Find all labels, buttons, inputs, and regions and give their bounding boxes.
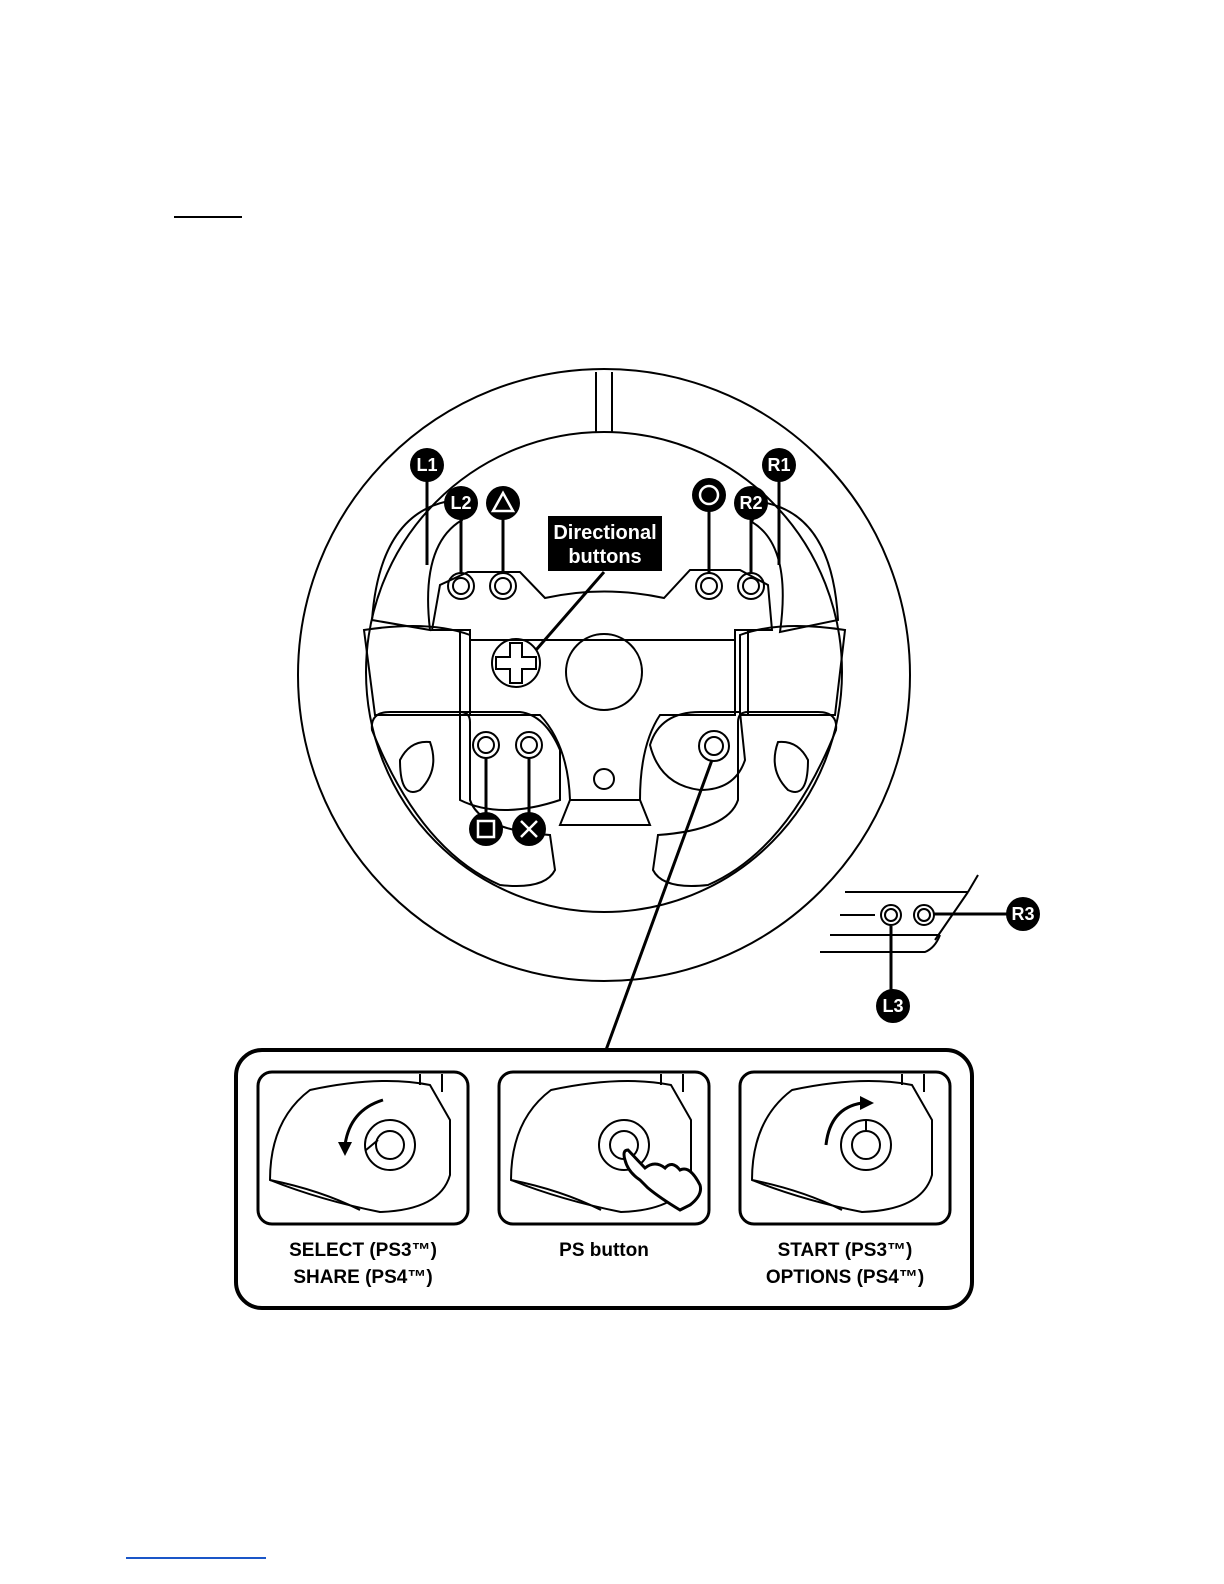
directional-pad[interactable] bbox=[492, 639, 540, 687]
panel-select-share: SELECT (PS3™) SHARE (PS4™) bbox=[258, 1072, 468, 1288]
badge-l3: L3 bbox=[876, 989, 910, 1023]
panel-start-line1: START (PS3™) bbox=[778, 1240, 913, 1261]
badge-cross bbox=[512, 812, 546, 846]
wheel-outer-rim bbox=[298, 369, 910, 981]
button-l2[interactable] bbox=[448, 573, 474, 599]
grip-lower-left-inner bbox=[460, 712, 560, 810]
wheel-spoke-bar bbox=[364, 626, 470, 715]
grip-lower-right bbox=[653, 712, 836, 886]
button-l3[interactable] bbox=[881, 905, 901, 925]
paddle-right bbox=[752, 502, 838, 632]
button-circle[interactable] bbox=[696, 573, 722, 599]
arrow-cw-icon bbox=[860, 1096, 874, 1110]
panel-start-options: START (PS3™) OPTIONS (PS4™) bbox=[740, 1072, 950, 1288]
button-cross[interactable] bbox=[516, 732, 542, 758]
badge-square bbox=[469, 812, 503, 846]
button-r3[interactable] bbox=[914, 905, 934, 925]
wheel bbox=[298, 369, 910, 981]
badge-l2-label: L2 bbox=[450, 493, 471, 513]
badge-l1-label: L1 bbox=[416, 455, 437, 475]
panel-start-line2: OPTIONS (PS4™) bbox=[766, 1267, 924, 1288]
button-triangle[interactable] bbox=[490, 573, 516, 599]
center-screw bbox=[594, 769, 614, 789]
button-square[interactable] bbox=[473, 732, 499, 758]
panel-ps-line1: PS button bbox=[559, 1240, 649, 1261]
badge-r3: R3 bbox=[1006, 897, 1040, 931]
panel-select-line1: SELECT (PS3™) bbox=[289, 1240, 437, 1261]
badge-r1-label: R1 bbox=[767, 455, 790, 475]
paddle-left bbox=[372, 500, 462, 630]
center-cap bbox=[566, 634, 642, 710]
panel-select-line2: SHARE (PS4™) bbox=[293, 1267, 432, 1288]
badge-l1: L1 bbox=[410, 448, 444, 482]
directional-label-line1: Directional bbox=[553, 522, 656, 544]
badge-l2: L2 bbox=[444, 486, 478, 520]
arrow-ccw-icon bbox=[338, 1142, 352, 1156]
wheel-buttons bbox=[448, 573, 764, 761]
badge-triangle bbox=[486, 486, 520, 520]
directional-label-line2: buttons bbox=[568, 546, 641, 568]
badge-r1: R1 bbox=[762, 448, 796, 482]
pointing-hand-icon bbox=[624, 1150, 701, 1210]
badge-r2-label: R2 bbox=[739, 493, 762, 513]
directional-label: Directional buttons bbox=[548, 516, 662, 571]
wheel-center-hub bbox=[470, 640, 735, 800]
grip-lower-right-inner bbox=[650, 712, 745, 790]
wheel-spoke-bar-right bbox=[740, 626, 845, 715]
badge-l3-label: L3 bbox=[882, 996, 903, 1016]
badge-circle bbox=[692, 478, 726, 512]
panel-ps-button: PS button bbox=[499, 1072, 709, 1261]
badge-r3-label: R3 bbox=[1011, 904, 1034, 924]
button-ps-rotary[interactable] bbox=[699, 731, 729, 761]
badge-r2: R2 bbox=[734, 486, 768, 520]
